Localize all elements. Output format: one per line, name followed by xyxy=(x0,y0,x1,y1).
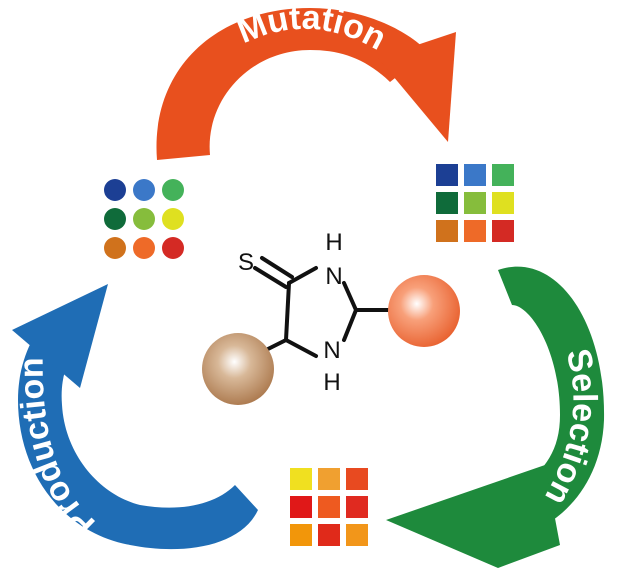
top-n-atom-label: N xyxy=(325,263,342,290)
substituent-sphere-left xyxy=(202,333,274,405)
library-circle-grid xyxy=(104,179,184,259)
production-arrow-head xyxy=(12,284,108,388)
library-dot-r1-c1 xyxy=(133,208,155,230)
library-dot-r2-c1 xyxy=(133,237,155,259)
selected-square-r2-c1 xyxy=(318,524,340,546)
molecule: S H N N H xyxy=(202,229,460,405)
mutation-arrow: Mutation xyxy=(156,0,456,160)
library-dot-r0-c1 xyxy=(133,179,155,201)
mutant-square-r2-c2 xyxy=(492,220,514,242)
production-arrow-body xyxy=(18,320,258,550)
selected-square-r0-c0 xyxy=(290,468,312,490)
selection-arrow-head xyxy=(386,465,560,568)
selected-square-r2-c2 xyxy=(346,524,368,546)
library-dot-r0-c2 xyxy=(162,179,184,201)
mutation-arrow-body xyxy=(156,8,428,160)
mutation-arrow-head xyxy=(378,32,456,142)
library-dot-r1-c2 xyxy=(162,208,184,230)
production-arrow: Production xyxy=(12,284,258,550)
library-dot-r1-c0 xyxy=(104,208,126,230)
top-h-label: H xyxy=(325,229,342,256)
mutant-square-grid xyxy=(436,164,514,242)
mutant-square-r0-c0 xyxy=(436,164,458,186)
mutant-square-r1-c1 xyxy=(464,192,486,214)
selected-square-r0-c1 xyxy=(318,468,340,490)
mutant-square-r2-c0 xyxy=(436,220,458,242)
library-dot-r2-c0 xyxy=(104,237,126,259)
selected-square-r0-c2 xyxy=(346,468,368,490)
sulfur-atom-label: S xyxy=(238,249,254,276)
library-dot-r2-c2 xyxy=(162,237,184,259)
mutant-square-r2-c1 xyxy=(464,220,486,242)
selected-square-r1-c0 xyxy=(290,496,312,518)
mutant-square-r1-c2 xyxy=(492,192,514,214)
mutant-square-r1-c0 xyxy=(436,192,458,214)
bottom-h-label: H xyxy=(323,369,340,396)
library-dot-r0-c0 xyxy=(104,179,126,201)
selection-arrow-body xyxy=(498,266,605,525)
substituent-sphere-right xyxy=(388,275,460,347)
selected-square-grid xyxy=(290,468,368,546)
mutant-square-r0-c2 xyxy=(492,164,514,186)
selected-square-r1-c1 xyxy=(318,496,340,518)
selection-arrow: Selection xyxy=(386,266,605,568)
selected-square-r2-c0 xyxy=(290,524,312,546)
selected-square-r1-c2 xyxy=(346,496,368,518)
bottom-n-atom-label: N xyxy=(323,337,340,364)
mutant-square-r0-c1 xyxy=(464,164,486,186)
